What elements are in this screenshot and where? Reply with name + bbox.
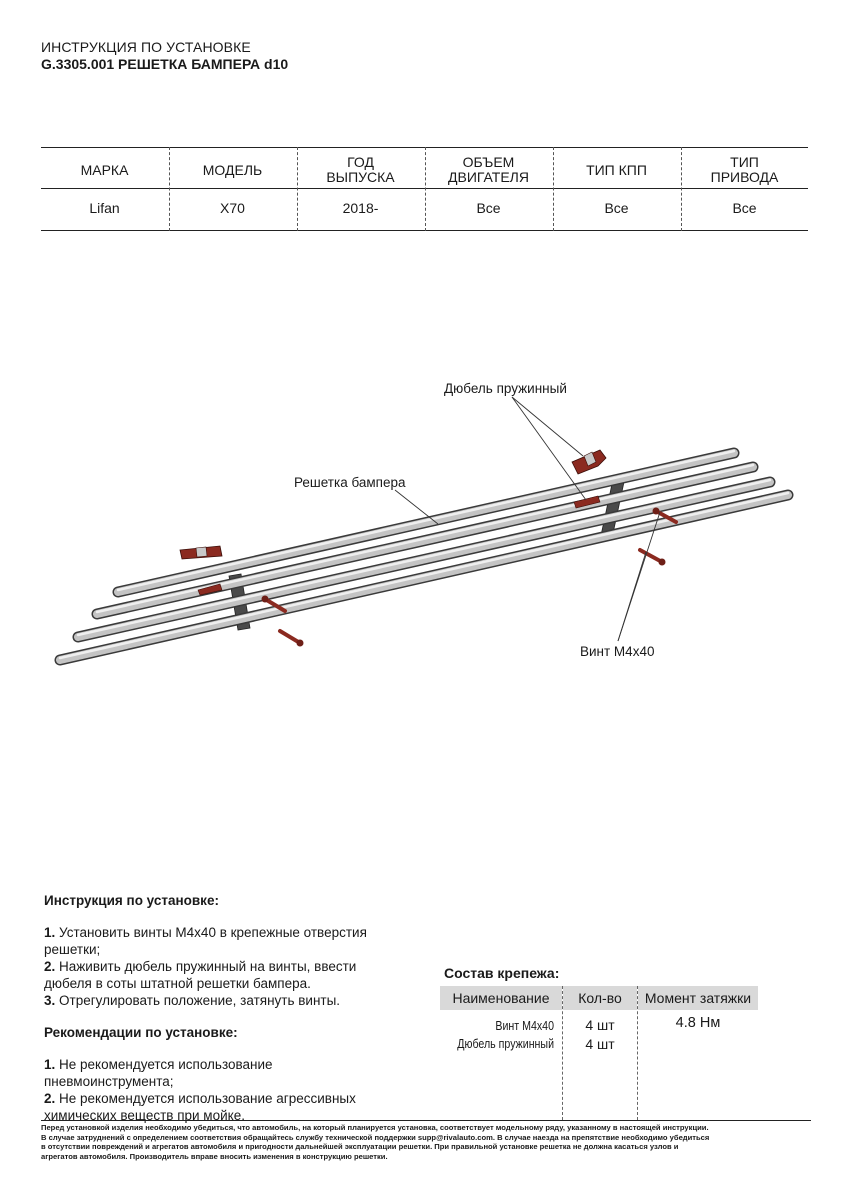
- footer-line: агрегатов автомобиля. Производитель впра…: [41, 1151, 388, 1161]
- table-bottom-rule: [41, 230, 808, 231]
- recommendations-title: Рекомендации по установке:: [44, 1025, 238, 1040]
- fastener-name: Дюбель пружинный: [457, 1037, 554, 1051]
- footer-line: в отсутствии повреждений и агрегатов авт…: [41, 1142, 679, 1152]
- column-separator: [169, 147, 170, 231]
- fastener-qty: 4 шт: [585, 1036, 615, 1052]
- column-separator: [425, 147, 426, 231]
- label-screw: Винт М4х40: [580, 644, 654, 659]
- fastener-names: Винт М4х40 Дюбель пружинный: [457, 1017, 554, 1053]
- header-torque: Момент затяжки: [638, 986, 758, 1010]
- spring-dowel-icon: [571, 449, 607, 475]
- installation-instructions: Инструкция по установке: 1. Установить в…: [44, 892, 404, 1124]
- table-top-rule: [41, 147, 808, 148]
- screw-icon: [261, 595, 287, 613]
- instruction-step: 2. Наживить дюбель пружинный на винты, в…: [44, 959, 357, 991]
- header-qty: Кол-во: [563, 986, 637, 1010]
- label-spring-dowel: Дюбель пружинный: [444, 381, 567, 396]
- cell-gearbox: Все: [604, 200, 629, 216]
- fasteners-title: Состав крепежа:: [444, 965, 560, 981]
- screw-icon: [638, 548, 666, 566]
- footer-rule: [41, 1120, 811, 1121]
- fastener-qty: 4 шт: [585, 1017, 615, 1033]
- instructions-title: Инструкция по установке:: [44, 893, 219, 908]
- cell-year: 2018-: [342, 200, 379, 216]
- table-header-rule: [41, 188, 808, 189]
- recommendation-item: 2. Не рекомендуется использование агресс…: [44, 1091, 356, 1123]
- column-separator: [553, 147, 554, 231]
- grille-tubes: [54, 447, 794, 666]
- footer-disclaimer: Перед установкой изделия необходимо убед…: [41, 1120, 811, 1161]
- cell-model: X70: [220, 200, 245, 216]
- cell-drive: Все: [732, 200, 757, 216]
- leader-lines: [394, 396, 661, 642]
- product-title: G.3305.001 РЕШЕТКА БАМПЕРА d10: [41, 56, 289, 72]
- fasteners-table: Наименование Кол-во Момент затяжки Винт …: [440, 986, 758, 1120]
- header-model: МОДЕЛЬ: [202, 161, 263, 178]
- label-bumper-grille: Решетка бампера: [294, 475, 406, 490]
- grille-diagram: Дюбель пружинный Решетка бампера Винт М4…: [54, 381, 794, 666]
- column-separator: [562, 986, 563, 1120]
- spring-dowel-icon: [197, 583, 223, 596]
- fastener-torque: 4.8 Нм: [675, 1015, 721, 1031]
- footer-line: В случае затруднений с определением соот…: [41, 1132, 710, 1142]
- column-separator: [297, 147, 298, 231]
- instruction-step: 3. Отрегулировать положение, затянуть ви…: [44, 993, 341, 1008]
- fastener-quantities: 4 шт 4 шт: [563, 1016, 637, 1054]
- spring-dowel-icon: [179, 545, 223, 560]
- column-separator: [637, 986, 638, 1120]
- header-brand: МАРКА: [80, 161, 129, 178]
- spring-dowel-icon: [573, 495, 601, 509]
- header-name: Наименование: [440, 986, 562, 1010]
- footer-line: Перед установкой изделия необходимо убед…: [41, 1123, 709, 1132]
- screw-icon: [278, 629, 304, 647]
- fastener-name: Винт М4х40: [495, 1019, 554, 1033]
- cell-engine: Все: [476, 200, 501, 216]
- cell-brand: Lifan: [89, 200, 120, 216]
- document-title: ИНСТРУКЦИЯ ПО УСТАНОВКЕ: [41, 39, 251, 55]
- header-gearbox: ТИП КПП: [586, 161, 647, 178]
- instruction-step: 1. Установить винты М4х40 в крепежные от…: [44, 925, 367, 957]
- recommendation-item: 1. Не рекомендуется использование пневмо…: [44, 1057, 273, 1089]
- column-separator: [681, 147, 682, 231]
